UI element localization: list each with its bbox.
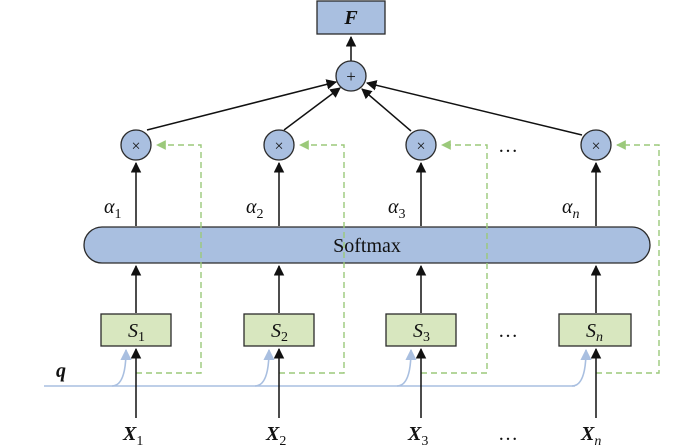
query-paths [44,348,592,387]
multiply-node-2: × [263,129,295,161]
value-path-1 [136,140,202,374]
multiply-symbol: × [131,138,140,155]
value-path-2 [279,140,345,374]
weight-label-n: αn [562,196,580,222]
query-branch-1 [111,348,132,387]
score-ellipsis: … [498,320,518,342]
multiply-symbol: × [274,138,283,155]
query-branch-n [571,348,592,387]
weight-label-1: α1 [104,196,122,222]
multiply-node-3: × [405,129,437,161]
value-path-n [596,140,660,374]
multiply-symbol: × [591,138,600,155]
multn-to-sum-arrow [365,80,583,136]
multiply-node-1: × [120,129,152,161]
score-label-n: Sn [586,320,603,345]
input-label-1: X1 [122,423,143,448]
output-node: F [316,0,386,35]
mult2-to-sum-arrow [283,87,341,131]
weight-label-3: α3 [388,196,406,222]
output-label: F [343,7,358,29]
score-label-1: S1 [128,320,145,345]
score-node-2: S2 [243,313,315,347]
softmax-label: Softmax [333,235,401,257]
value-paths [136,140,660,374]
query-branch-3 [396,348,417,387]
score-node-1: S1 [100,313,172,347]
query-label: q [56,360,66,382]
sum-node: + [335,60,367,92]
input-ellipsis: … [498,423,518,445]
input-label-3: X3 [407,423,428,448]
multiply-ellipsis: … [498,135,518,157]
score-node-3: S3 [385,313,457,347]
value-path-3 [421,140,488,374]
score-label-2: S2 [271,320,288,345]
mult1-to-sum-arrow [146,79,338,131]
multiply-node-n: × [580,129,612,161]
mult3-to-sum-arrow [361,88,412,132]
weight-label-2: α2 [246,196,264,222]
score-node-n: Sn [558,313,632,347]
query-branch-2 [254,348,275,387]
input-label-2: X2 [265,423,286,448]
input-label-n: Xn [580,423,601,448]
score-label-3: S3 [413,320,430,345]
sum-symbol: + [346,67,356,86]
multiply-symbol: × [416,138,425,155]
softmax-bar: Softmax [83,226,651,264]
